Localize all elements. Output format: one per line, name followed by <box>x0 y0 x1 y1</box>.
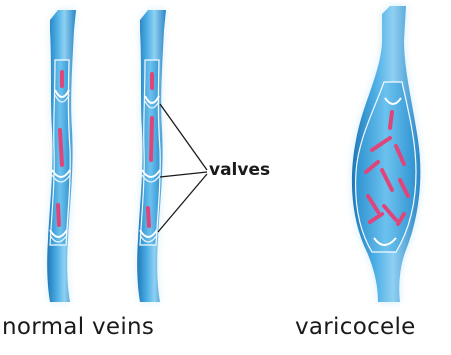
valves-pointer-lines <box>158 104 207 232</box>
varicocele-vein <box>352 6 420 302</box>
blood-flow <box>151 118 152 160</box>
blood-flow <box>60 130 62 165</box>
varicocele-caption: varicocele <box>295 316 416 339</box>
normal-vein-left <box>47 10 76 302</box>
normal-vein-right <box>137 10 166 302</box>
normal-veins-caption: normal veins <box>2 316 154 339</box>
blood-flow <box>58 205 59 225</box>
valves-label: valves <box>209 162 270 179</box>
blood-flow <box>148 208 149 226</box>
